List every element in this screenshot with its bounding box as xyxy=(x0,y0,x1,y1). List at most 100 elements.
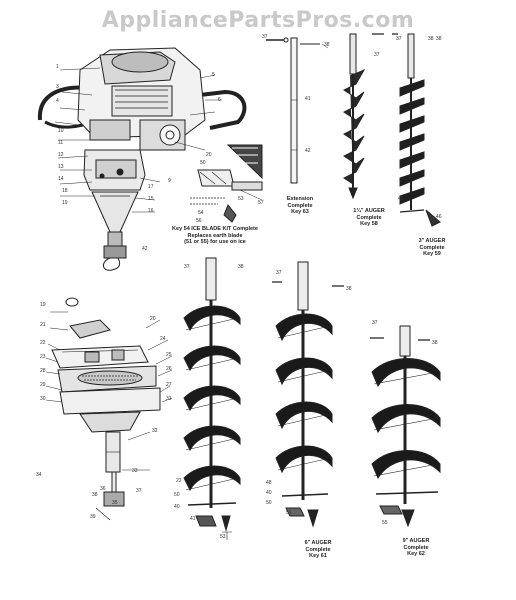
callout-57: 57 xyxy=(258,200,264,206)
callout-37: 37 xyxy=(374,52,380,58)
callout-50: 50 xyxy=(174,492,180,498)
caption-ice-kit-line3: (51 or 55) for use on ice xyxy=(184,239,246,245)
callout-24: 24 xyxy=(160,336,166,342)
caption-auger-3-line3: Key 59 xyxy=(423,251,441,257)
caption-auger-6-line2: Complete xyxy=(305,546,331,553)
caption-extension-line2: Complete xyxy=(287,202,313,209)
callout-26: 26 xyxy=(166,366,172,372)
callout-37: 37 xyxy=(184,264,190,270)
engine-assembly xyxy=(37,47,247,271)
callout-45: 45 xyxy=(398,196,404,202)
callout-14: 14 xyxy=(58,176,64,182)
callout-32: 32 xyxy=(152,428,158,434)
watermark: AppliancePartsPros.com xyxy=(101,8,415,33)
callout-21: 21 xyxy=(40,322,46,328)
auger-large-right xyxy=(370,325,441,528)
callout-41: 41 xyxy=(305,96,311,102)
callout-30: 30 xyxy=(40,396,46,402)
callout-16: 16 xyxy=(148,208,154,214)
callout-54: 54 xyxy=(198,210,204,216)
callout-3: 3 xyxy=(56,84,59,90)
callout-31: 31 xyxy=(166,396,172,402)
caption-auger-9-line2: Complete xyxy=(403,544,429,551)
callout-11: 11 xyxy=(58,140,64,146)
caption-auger-9-line1: 9" AUGER xyxy=(402,538,430,544)
callout-40: 40 xyxy=(266,490,272,496)
caption-auger-6-line3: Key 61 xyxy=(309,553,327,559)
callout-42: 42 xyxy=(142,246,148,252)
auger-large-center xyxy=(272,261,344,528)
caption-extension: Extension Complete Key 63 xyxy=(272,196,328,216)
callout-48: 48 xyxy=(266,480,272,486)
ice-blade-kit xyxy=(190,144,263,223)
callout-9: 9 xyxy=(168,178,171,184)
callout-18: 18 xyxy=(62,188,68,194)
callout-50: 50 xyxy=(266,500,272,506)
callout-34: 34 xyxy=(36,472,42,478)
callout-20: 20 xyxy=(206,152,212,158)
callout-22: 22 xyxy=(40,340,46,346)
extension-part xyxy=(266,37,329,184)
callout-39: 39 xyxy=(90,514,96,520)
callout-23: 23 xyxy=(40,354,46,360)
callout-35: 35 xyxy=(112,500,118,506)
callout-53: 53 xyxy=(220,534,226,540)
caption-auger-3-line1: 3" AUGER xyxy=(418,238,446,244)
callout-13: 13 xyxy=(58,164,64,170)
callout-20: 20 xyxy=(150,316,156,322)
callout-46: 46 xyxy=(436,214,442,220)
callout-17: 17 xyxy=(148,184,154,190)
callout-6: 6 xyxy=(218,97,221,103)
callout-37: 37 xyxy=(136,488,142,494)
callout-38: 38 xyxy=(428,36,434,42)
callout-38: 38 xyxy=(324,42,330,48)
callout-25: 25 xyxy=(166,352,172,358)
caption-auger-9: 9" AUGER Complete Key 62 xyxy=(386,538,446,558)
caption-auger-6-line1: 6" AUGER xyxy=(304,540,332,546)
callout-37: 37 xyxy=(262,34,268,40)
callout-10: 10 xyxy=(58,128,64,134)
callout-28: 28 xyxy=(40,368,46,374)
callout-55: 55 xyxy=(382,520,388,526)
callout-50: 50 xyxy=(200,160,206,166)
callout-12: 12 xyxy=(58,152,64,158)
caption-auger-1-3-4: 1¾" AUGER Complete Key 58 xyxy=(338,208,400,228)
callout-38: 38 xyxy=(238,264,244,270)
callout-19: 19 xyxy=(62,200,68,206)
auger-3 xyxy=(399,33,441,227)
caption-auger-3: 3" AUGER Complete Key 59 xyxy=(404,238,460,258)
callout-38: 38 xyxy=(432,340,438,346)
caption-ice-kit-line2: Replaces earth blade xyxy=(187,232,243,239)
caption-auger-1-3-4-line3: Key 58 xyxy=(360,221,378,227)
callout-5: 5 xyxy=(212,72,215,78)
callout-36: 36 xyxy=(100,486,106,492)
callout-37: 37 xyxy=(396,36,402,42)
caption-extension-line1: Extension xyxy=(286,196,314,202)
auger-1-3-4 xyxy=(343,33,398,200)
caption-ice-kit: Key 54 ICE BLADE KIT Complete Replaces e… xyxy=(150,226,280,246)
callout-42: 42 xyxy=(305,148,311,154)
callout-41: 41 xyxy=(190,516,196,522)
callout-15: 15 xyxy=(148,196,154,202)
callout-4: 4 xyxy=(56,98,59,104)
callout-1: 1 xyxy=(56,64,59,70)
auger-large-left xyxy=(183,257,241,540)
callout-27: 27 xyxy=(166,382,172,388)
callout-29: 29 xyxy=(40,382,46,388)
callout-38: 38 xyxy=(92,492,98,498)
caption-extension-line3: Key 63 xyxy=(291,209,309,215)
caption-ice-kit-line1: Key 54 ICE BLADE KIT Complete xyxy=(172,226,258,232)
callout-37: 37 xyxy=(372,320,378,326)
caption-auger-1-3-4-line2: Complete xyxy=(356,214,382,221)
callout-19: 19 xyxy=(40,302,46,308)
callout-33: 33 xyxy=(132,468,138,474)
callout-38: 38 xyxy=(346,286,352,292)
callout-37: 37 xyxy=(276,270,282,276)
callout-40: 40 xyxy=(174,504,180,510)
callout-53: 53 xyxy=(238,196,244,202)
callout-22: 22 xyxy=(176,478,182,484)
caption-auger-9-line3: Key 62 xyxy=(407,551,425,557)
caption-auger-1-3-4-line1: 1¾" AUGER xyxy=(353,208,385,214)
